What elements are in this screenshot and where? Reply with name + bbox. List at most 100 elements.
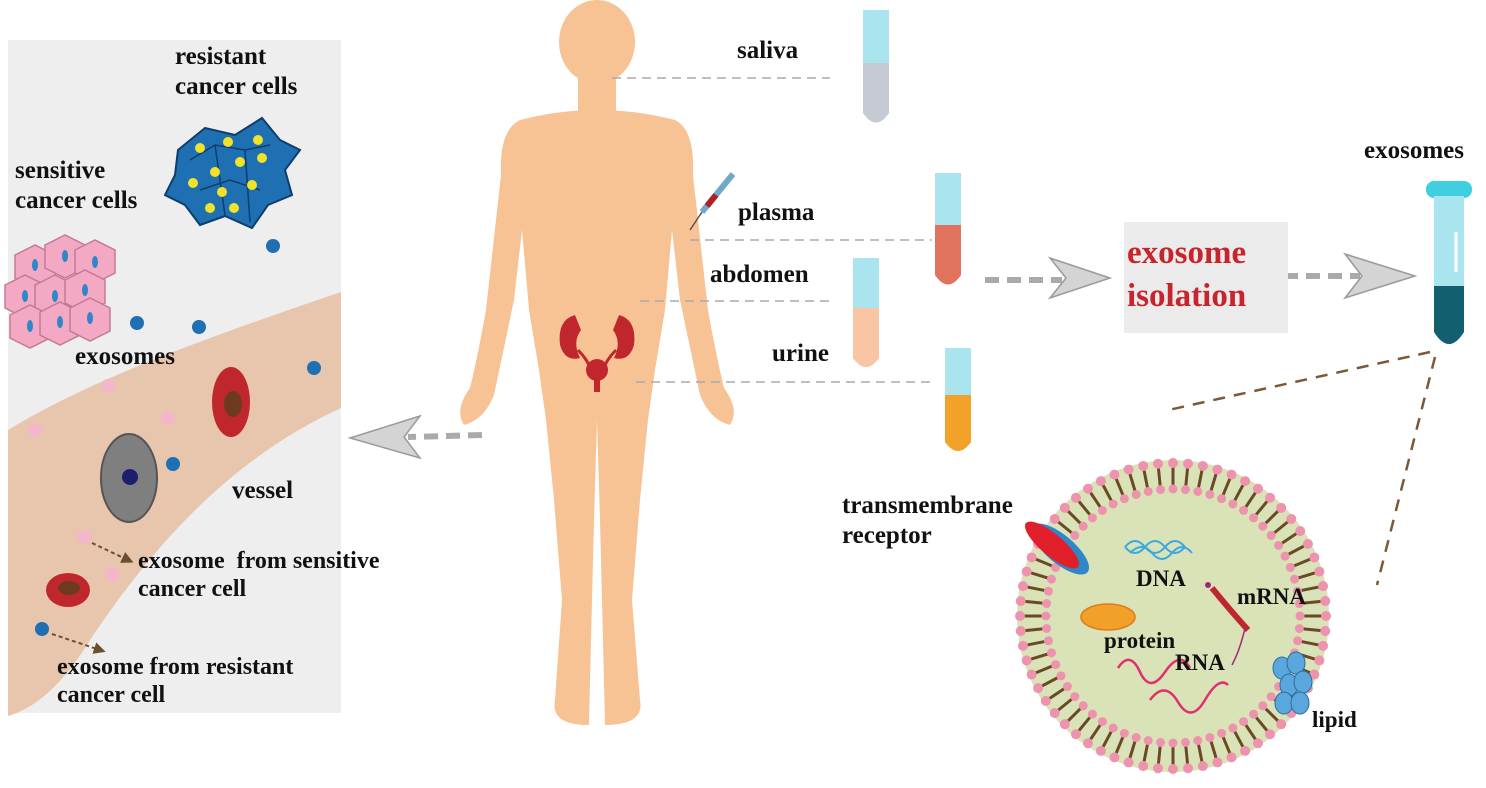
- phospholipid-head-outer: [1015, 625, 1026, 636]
- phospholipid-head-inner: [1193, 486, 1203, 496]
- exosome-membrane: [1017, 460, 1329, 772]
- phospholipid-head-inner: [1097, 717, 1107, 727]
- phospholipid-head-outer: [1197, 460, 1208, 471]
- from-resistant-label: exosome from resistant cancer cell: [57, 653, 293, 710]
- phospholipid-head-outer: [1240, 745, 1251, 756]
- phospholipid-head-inner: [1239, 717, 1249, 727]
- phospholipid-tail: [1029, 652, 1049, 661]
- human-body: [460, 0, 734, 725]
- phospholipid-head-inner: [1051, 562, 1061, 572]
- protein-label: protein: [1104, 628, 1176, 653]
- phospholipid-head-inner: [1156, 485, 1166, 495]
- phospholipid-head-inner: [1294, 599, 1304, 609]
- phospholipid-tail: [1077, 499, 1092, 516]
- syringe-icon: [689, 172, 736, 231]
- vessel-label: vessel: [232, 477, 294, 504]
- phospholipid-head-outer: [1026, 552, 1037, 563]
- phospholipid-head-inner: [1290, 574, 1300, 584]
- abdomen-label: abdomen: [710, 261, 809, 288]
- phospholipid-head-inner: [1046, 648, 1056, 658]
- phospholipid-head-inner: [1295, 611, 1305, 621]
- phospholipid-head-outer: [1265, 729, 1276, 740]
- phospholipid-tail: [1056, 697, 1073, 712]
- phospholipid-tail: [1026, 640, 1045, 647]
- phospholipid-head-outer: [1286, 513, 1297, 524]
- abdomen-tube: [853, 258, 879, 367]
- plasma-tube: [935, 173, 961, 285]
- phospholipid-tail: [1303, 627, 1322, 633]
- phospholipid-head-inner: [1119, 728, 1129, 738]
- phospholipid-head-inner: [1143, 486, 1153, 496]
- phospholipid-head-outer: [1320, 596, 1331, 607]
- phospholipid-head-inner: [1046, 574, 1056, 584]
- phospholipid-head-outer: [1226, 469, 1237, 480]
- phospholipid-tail: [1244, 724, 1258, 741]
- phospholipid-head-outer: [1240, 476, 1251, 487]
- exosomes-label-left: exosomes: [75, 343, 175, 370]
- phospholipid-tail: [1101, 483, 1113, 502]
- phospholipid-head-outer: [1253, 483, 1264, 494]
- urine-tube: [945, 348, 971, 451]
- fluid-connectors: [612, 77, 934, 383]
- phospholipid-head-outer: [1040, 696, 1051, 707]
- phospholipid-tail: [1197, 469, 1204, 488]
- phospholipid-head-outer: [1123, 464, 1134, 475]
- plasma-label: plasma: [738, 199, 815, 226]
- sensitive-cancer-cells: [4, 234, 116, 349]
- phospholipid-head-inner: [1062, 682, 1072, 692]
- phospholipid-head-outer: [1109, 469, 1120, 480]
- phospholipid-head-outer: [1182, 458, 1193, 469]
- dna-icon: [1124, 540, 1193, 560]
- transmembrane-receptor-icon: [1025, 521, 1090, 575]
- from-sensitive-label: exosome from sensitive cancer cell: [138, 547, 380, 604]
- phospholipid-head-outer: [1153, 763, 1164, 774]
- phospholipid-tail: [1254, 499, 1269, 516]
- lipid-label: lipid: [1312, 707, 1357, 732]
- zoom-lines: [1163, 350, 1437, 586]
- phospholipid-tail: [1156, 746, 1162, 765]
- phospholipid-tail: [1024, 627, 1043, 633]
- phospholipid-head-inner: [1239, 505, 1249, 515]
- phospholipid-head-outer: [1153, 458, 1164, 469]
- phospholipid-tail: [1301, 640, 1320, 647]
- phospholipid-head-outer: [1212, 464, 1223, 475]
- phospholipid-tail: [1254, 716, 1269, 733]
- phospholipid-head-outer: [1070, 729, 1081, 740]
- phospholipid-head-inner: [1193, 736, 1203, 746]
- phospholipid-head-inner: [1097, 505, 1107, 515]
- resistant-cancer-cells: [163, 116, 302, 230]
- phospholipid-head-outer: [1033, 683, 1044, 694]
- mrna-icon: [1205, 582, 1251, 666]
- mrna-label: mRNA: [1237, 584, 1306, 609]
- phospholipid-head-inner: [1119, 494, 1129, 504]
- phospholipid-head-inner: [1293, 586, 1303, 596]
- phospholipid-head-inner: [1108, 499, 1118, 509]
- isolation-box: [1124, 222, 1288, 333]
- phospholipid-head-outer: [1212, 757, 1223, 768]
- phospholipid-head-inner: [1266, 530, 1276, 540]
- phospholipid-head-inner: [1070, 692, 1080, 702]
- phospholipid-head-outer: [1021, 655, 1032, 666]
- phospholipid-head-outer: [1070, 492, 1081, 503]
- phospholipid-head-inner: [1217, 728, 1227, 738]
- phospholipid-head-outer: [1049, 513, 1060, 524]
- phospholipid-head-inner: [1043, 586, 1053, 596]
- phospholipid-head-outer: [1226, 752, 1237, 763]
- phospholipid-head-inner: [1108, 723, 1118, 733]
- phospholipid-tail: [1128, 472, 1137, 492]
- exosome-structure: [1015, 458, 1331, 774]
- phospholipid-tail: [1114, 736, 1125, 755]
- phospholipid-head-outer: [1276, 719, 1287, 730]
- phospholipid-tail: [1156, 467, 1162, 486]
- phospholipid-head-inner: [1258, 521, 1268, 531]
- phospholipid-tail: [1244, 491, 1258, 508]
- phospholipid-head-inner: [1070, 530, 1080, 540]
- phospholipid-tail: [1281, 531, 1298, 545]
- phospholipid-head-inner: [1051, 660, 1061, 670]
- exosome-dots: [28, 239, 321, 636]
- exosomes-result-label: exosomes: [1364, 137, 1464, 164]
- vessel-cells: [46, 367, 250, 607]
- lipid-icon: [1272, 651, 1313, 715]
- phospholipid-head-outer: [1059, 719, 1070, 730]
- phospholipid-head-inner: [1180, 485, 1190, 495]
